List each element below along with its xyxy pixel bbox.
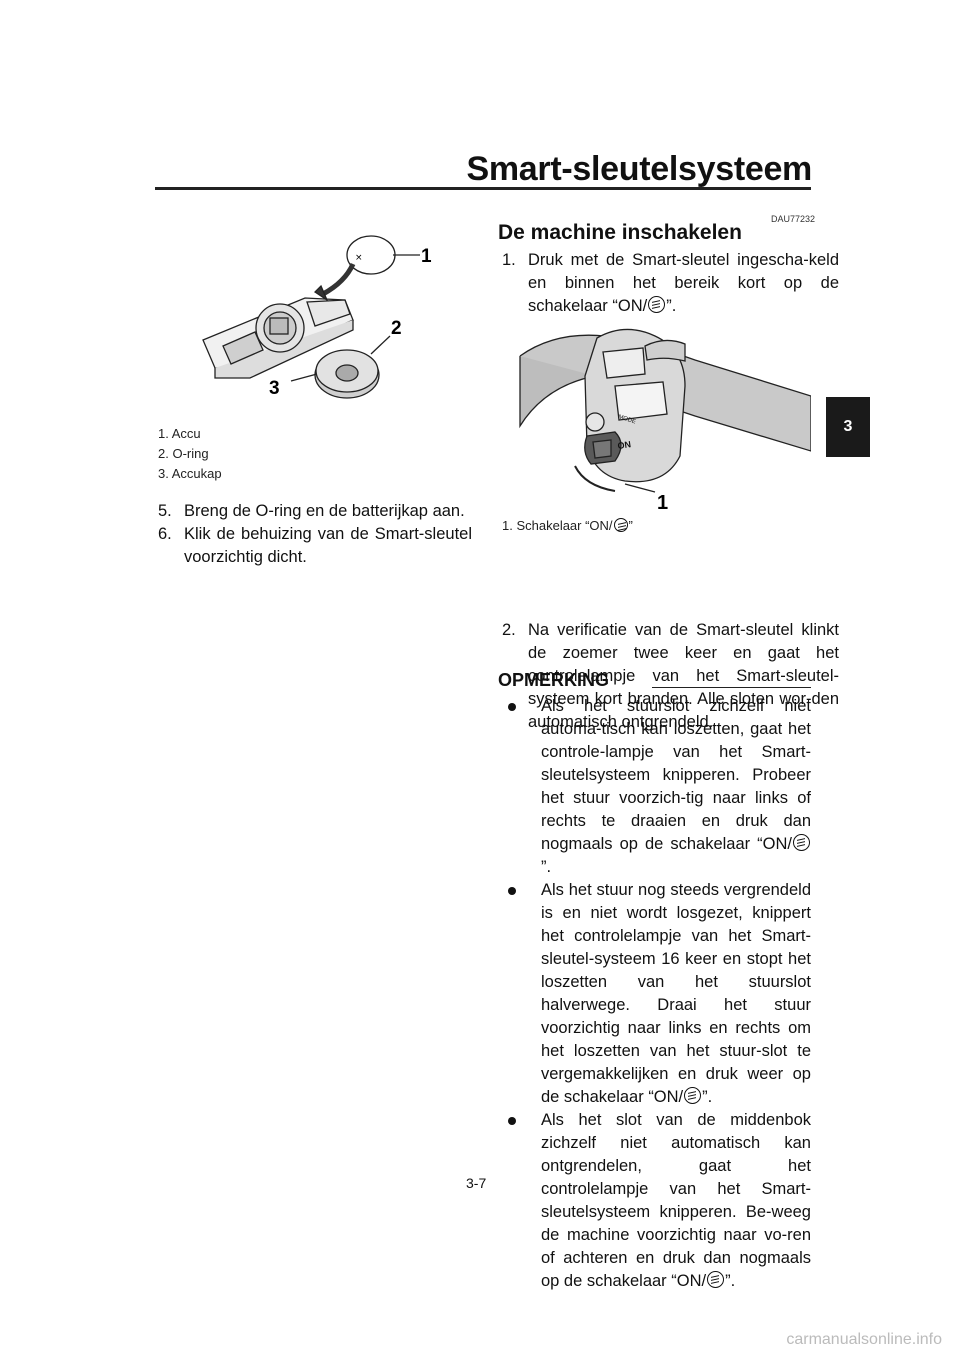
watermark: carmanualsonline.info	[786, 1331, 942, 1348]
step-5: 5.Breng de O-ring en de batterijkap aan.	[158, 502, 465, 520]
note-bullet: Als het stuur nog steeds vergrendeld is …	[500, 879, 811, 1109]
on-switch-icon	[648, 296, 666, 313]
step-1: 1.Druk met de Smart-sleutel ingescha-kel…	[502, 251, 839, 315]
note-heading-rule	[652, 687, 811, 688]
bullet-icon	[508, 703, 516, 711]
figure1-legend: 1. Accu 2. O-ring 3. Accukap	[158, 424, 222, 484]
switch-on-label: ON	[617, 439, 632, 451]
step-2: 2.Na verificatie van de Smart-sleutel kl…	[502, 621, 839, 731]
left-steps: 5.Breng de O-ring en de batterijkap aan.…	[156, 500, 472, 569]
page-number: 3-7	[466, 1175, 487, 1191]
handlebar-switch-figure: ON MODE 1	[519, 328, 811, 514]
step-6: 6.Klik de behuizing van de Smart-sleutel…	[158, 525, 472, 566]
section-heading: De machine inschakelen	[498, 221, 742, 244]
callout-1-switch: 1	[657, 492, 668, 514]
legend-item: 1. Accu	[158, 426, 201, 441]
on-switch-icon	[684, 1087, 702, 1104]
mode-label: MODE	[617, 414, 636, 425]
chapter-tab: 3	[826, 397, 870, 457]
figure2-caption: 1. Schakelaar “ON/”	[502, 518, 633, 533]
smart-key-battery-figure: × 1 2 3	[202, 235, 432, 399]
bullet-icon	[508, 887, 516, 895]
doc-code: DAU77232	[771, 214, 816, 224]
svg-text:×: ×	[355, 253, 363, 263]
note-heading: OPMERKING	[498, 670, 610, 690]
callout-1: 1	[421, 246, 432, 267]
bullet-icon	[508, 1117, 516, 1125]
callout-2: 2	[391, 318, 402, 339]
note-bullet: Als het slot van de middenbok zichzelf n…	[500, 1109, 811, 1293]
on-switch-icon	[793, 834, 810, 851]
callout-3: 3	[269, 378, 280, 399]
title-rule	[155, 187, 811, 190]
on-switch-icon	[613, 518, 628, 532]
on-switch-icon	[707, 1271, 725, 1288]
page-title: Smart-sleutelsysteem	[466, 150, 812, 188]
note-list: Als het stuurslot zichzelf niet automa-t…	[500, 695, 811, 1293]
note-bullet: Als het stuurslot zichzelf niet automa-t…	[500, 695, 811, 879]
legend-item: 3. Accukap	[158, 466, 222, 481]
legend-item: 2. O-ring	[158, 446, 209, 461]
